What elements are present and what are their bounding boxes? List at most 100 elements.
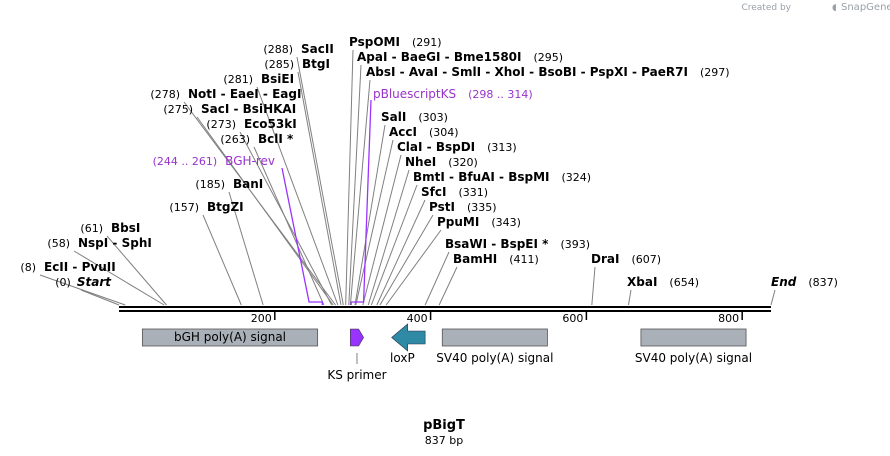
site-line	[183, 101, 336, 306]
site-line	[385, 229, 442, 306]
primer-line	[350, 99, 372, 305]
site-line	[348, 64, 362, 306]
site-position: (185)	[195, 178, 225, 191]
feature-primer: KS primer	[327, 328, 387, 382]
site-label: NheI (320)	[405, 155, 478, 169]
site-position: (0)	[55, 276, 71, 289]
site-label: (61)BbsI	[80, 221, 140, 235]
primer-site-pbluescriptks: pBluescriptKS(298 .. 314)	[350, 87, 533, 305]
site-label: ApaI - BaeGI - Bme1580I(295)	[357, 50, 563, 64]
site-line	[349, 79, 371, 306]
site-enzyme: - EagI	[259, 87, 302, 101]
site-enzyme: - PaeR7I	[628, 65, 688, 79]
site-position: (837)	[808, 276, 838, 289]
snapgene-credit: Created by ◖ SnapGene	[741, 2, 890, 13]
feature-box: bGH poly(A) signal	[141, 328, 319, 347]
site-line	[253, 146, 325, 306]
site-position: (393)	[560, 238, 590, 251]
site-text: BamHI(411)	[453, 252, 539, 266]
ruler-tick: 200	[251, 312, 276, 325]
site-enzyme: Start	[77, 275, 112, 289]
site-line	[367, 169, 410, 306]
site-enzyme: BmtI	[413, 170, 445, 184]
site-label: AbsI - AvaI - SmlI - XhoI - BsoBI - PspX…	[366, 65, 730, 79]
site-text: (275)SacI - BsiHKAI	[163, 102, 296, 116]
site-enzyme: DraI	[591, 252, 619, 266]
site-label: (185)BanI	[195, 177, 263, 191]
site-position: (295)	[534, 51, 564, 64]
site-enzyme: - BsiHKAI	[229, 102, 296, 116]
site-position: (278)	[150, 88, 180, 101]
site-line	[379, 214, 434, 306]
site-label: (273)Eco53kI	[206, 117, 296, 131]
site-enzyme: PpuMI	[437, 215, 479, 229]
credit-text: Created by	[741, 3, 791, 13]
site-position: (291)	[412, 36, 442, 49]
feature-label: KS primer	[327, 368, 386, 382]
site-label: SfcI(331)	[421, 185, 488, 199]
site-label: XbaI(654)	[627, 275, 699, 289]
site-position: (324)	[561, 171, 591, 184]
site-line	[256, 86, 339, 306]
primer-label: pBluescriptKS(298 .. 314)	[373, 87, 533, 101]
site-enzyme: EcII	[44, 260, 68, 274]
site-line	[297, 71, 342, 306]
site-line	[73, 250, 165, 306]
feature-label: bGH poly(A) signal	[174, 330, 286, 344]
site-text: (281)BsiEI	[223, 72, 294, 86]
site-text: PspOMI (291)	[349, 35, 442, 49]
site-label: BmtI - BfuAI - BspMI(324)	[413, 170, 591, 184]
site-position: (61)	[80, 222, 103, 235]
site-enzyme: AbsI	[366, 65, 395, 79]
site-label: (285)BtgI	[264, 57, 330, 71]
site-enzyme: BsiEI	[261, 72, 294, 86]
site-enzyme: BsaWI	[445, 237, 487, 251]
site-labels: (0)Start(8)EcII - PvuII(58)NspI - SphI(6…	[20, 35, 838, 289]
site-line	[438, 266, 458, 306]
map-title-block: pBigT 837 bp	[423, 418, 465, 447]
ruler-tick: 400	[407, 312, 432, 325]
site-enzyme: - BspMI	[495, 170, 550, 184]
site-position: (297)	[700, 66, 730, 79]
site-label: (278)NotI - EaeI - EagI	[150, 87, 301, 101]
site-label: PpuMI(343)	[437, 215, 521, 229]
site-text: (58)NspI - SphI	[47, 236, 151, 250]
site-enzyme: ClaI	[397, 140, 422, 154]
site-position: (320)	[448, 156, 478, 169]
site-label: (0) Start	[55, 275, 112, 289]
site-position: (607)	[631, 253, 661, 266]
site-line	[424, 251, 450, 306]
site-enzyme: BtgI	[302, 57, 330, 71]
primer-range: (298 .. 314)	[468, 88, 533, 101]
site-text: (185)BanI	[195, 177, 263, 191]
site-line	[202, 214, 242, 306]
site-line	[239, 131, 333, 306]
site-label: PspOMI (291)	[349, 35, 442, 49]
site-text: DraI (607)	[591, 252, 661, 266]
feature-box: SV40 poly(A) signal	[635, 328, 752, 365]
site-text: NheI (320)	[405, 155, 478, 169]
site-text: (0) Start	[55, 275, 112, 289]
site-enzyme: - BspEI *	[487, 237, 549, 251]
site-text: (278)NotI - EaeI - EagI	[150, 87, 301, 101]
site-line	[80, 289, 120, 306]
site-enzyme: - SphI	[108, 236, 152, 250]
site-text: (273)Eco53kI	[206, 117, 296, 131]
ruler-tick-label: 200	[251, 312, 272, 325]
feature-box	[441, 328, 548, 347]
site-enzyme: NheI	[405, 155, 436, 169]
feature-box	[141, 328, 319, 347]
site-line	[591, 266, 596, 306]
site-line	[228, 191, 264, 306]
site-line	[627, 289, 632, 306]
primer-name: BGH-rev	[225, 154, 275, 168]
site-enzyme: NspI	[78, 236, 108, 250]
plasmid-length: 837 bp	[425, 434, 463, 447]
ruler-tick-label: 400	[407, 312, 428, 325]
site-enzyme: PstI	[429, 200, 455, 214]
site-enzyme: - Bme1580I	[441, 50, 522, 64]
brand-name: SnapGene	[841, 2, 890, 13]
site-enzyme: PspOMI	[349, 35, 400, 49]
site-line	[39, 274, 126, 306]
site-enzyme: - EaeI	[217, 87, 259, 101]
